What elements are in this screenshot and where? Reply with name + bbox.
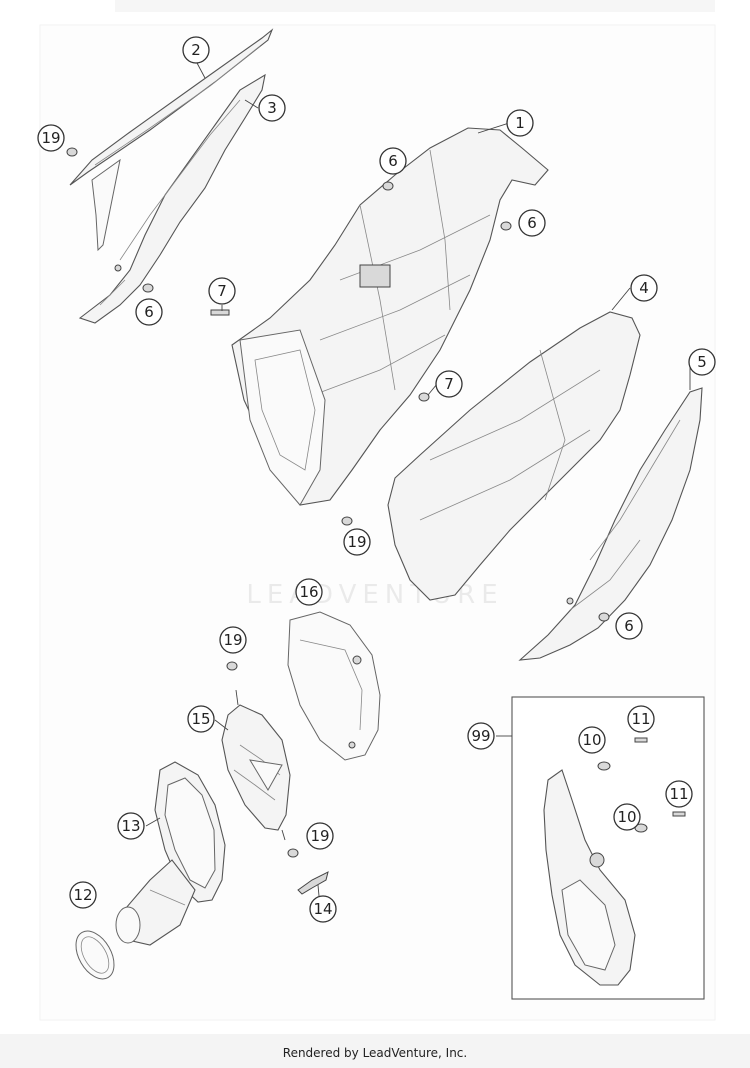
callout-19-b[interactable]: 19 bbox=[343, 528, 371, 556]
callout-6-d[interactable]: 6 bbox=[615, 612, 643, 640]
callout-7-b[interactable]: 7 bbox=[435, 370, 463, 398]
callout-13-label: 13 bbox=[121, 817, 140, 835]
watermark-text: LEADVENTURE bbox=[246, 580, 503, 610]
callout-12-label: 12 bbox=[73, 886, 92, 904]
callout-1-label: 1 bbox=[515, 114, 525, 132]
callout-6-b-label: 6 bbox=[527, 214, 537, 232]
callout-3[interactable]: 3 bbox=[258, 94, 286, 122]
part-15-filter-cage[interactable] bbox=[221, 689, 291, 841]
callout-16-label: 16 bbox=[299, 583, 318, 601]
callout-6-c-label: 6 bbox=[144, 303, 154, 321]
callout-2-label: 2 bbox=[191, 41, 201, 59]
callout-5[interactable]: 5 bbox=[688, 348, 716, 376]
callout-4[interactable]: 4 bbox=[630, 274, 658, 302]
callout-6-a-label: 6 bbox=[388, 152, 398, 170]
callout-16[interactable]: 16 bbox=[295, 578, 323, 606]
callout-19-d-label: 19 bbox=[310, 827, 329, 845]
part-1-air-box[interactable] bbox=[231, 127, 549, 506]
callout-11-b-label: 11 bbox=[669, 785, 688, 803]
callout-3-label: 3 bbox=[267, 99, 277, 117]
footer-credit: Rendered by LeadVenture, Inc. bbox=[282, 1046, 468, 1060]
part-12-hose-clamp[interactable] bbox=[68, 924, 122, 985]
callout-2[interactable]: 2 bbox=[182, 36, 210, 64]
callout-11-a-label: 11 bbox=[631, 710, 650, 728]
callout-19-c[interactable]: 19 bbox=[219, 626, 247, 654]
callout-6-a[interactable]: 6 bbox=[379, 147, 407, 175]
callout-19-d[interactable]: 19 bbox=[306, 822, 334, 850]
part-14-clip[interactable] bbox=[297, 871, 329, 895]
part-16-filter-cover[interactable] bbox=[287, 611, 381, 761]
callout-6-b[interactable]: 6 bbox=[518, 209, 546, 237]
callout-7-a-label: 7 bbox=[217, 282, 227, 300]
callout-14-label: 14 bbox=[313, 900, 332, 918]
callout-15[interactable]: 15 bbox=[187, 705, 215, 733]
callout-19-a-label: 19 bbox=[41, 129, 60, 147]
callout-10-b[interactable]: 10 bbox=[613, 803, 641, 831]
callout-6-c[interactable]: 6 bbox=[135, 298, 163, 326]
hardware-nuts bbox=[66, 147, 610, 858]
callout-11-b[interactable]: 11 bbox=[665, 780, 693, 808]
part-3-side-bracket[interactable] bbox=[78, 73, 266, 324]
footer-band bbox=[0, 1034, 750, 1068]
callout-15-label: 15 bbox=[191, 710, 210, 728]
callout-10-a-label: 10 bbox=[582, 731, 601, 749]
callout-11-a[interactable]: 11 bbox=[627, 705, 655, 733]
kit-99-box bbox=[496, 696, 705, 1000]
part-4-side-cover[interactable] bbox=[387, 311, 641, 601]
callout-14[interactable]: 14 bbox=[309, 895, 337, 923]
callout-4-label: 4 bbox=[639, 279, 649, 297]
part-5-side-cover[interactable] bbox=[518, 387, 703, 661]
callout-19-c-label: 19 bbox=[223, 631, 242, 649]
part-13-air-filter[interactable] bbox=[115, 761, 226, 946]
callout-99-label: 99 bbox=[471, 727, 490, 745]
callout-12[interactable]: 12 bbox=[69, 881, 97, 909]
callout-7-a[interactable]: 7 bbox=[208, 277, 236, 305]
callout-7-b-label: 7 bbox=[444, 375, 454, 393]
callout-13[interactable]: 13 bbox=[117, 812, 145, 840]
callout-6-d-label: 6 bbox=[624, 617, 634, 635]
callout-5-label: 5 bbox=[697, 353, 707, 371]
part-2-side-strip[interactable] bbox=[69, 28, 274, 252]
callout-10-b-label: 10 bbox=[617, 808, 636, 826]
callout-1[interactable]: 1 bbox=[506, 109, 534, 137]
callout-10-a[interactable]: 10 bbox=[578, 726, 606, 754]
callout-19-b-label: 19 bbox=[347, 533, 366, 551]
parts-diagram: LEADVENTURE bbox=[37, 24, 716, 1021]
callout-19-a[interactable]: 19 bbox=[37, 124, 65, 152]
callout-99[interactable]: 99 bbox=[467, 722, 495, 750]
